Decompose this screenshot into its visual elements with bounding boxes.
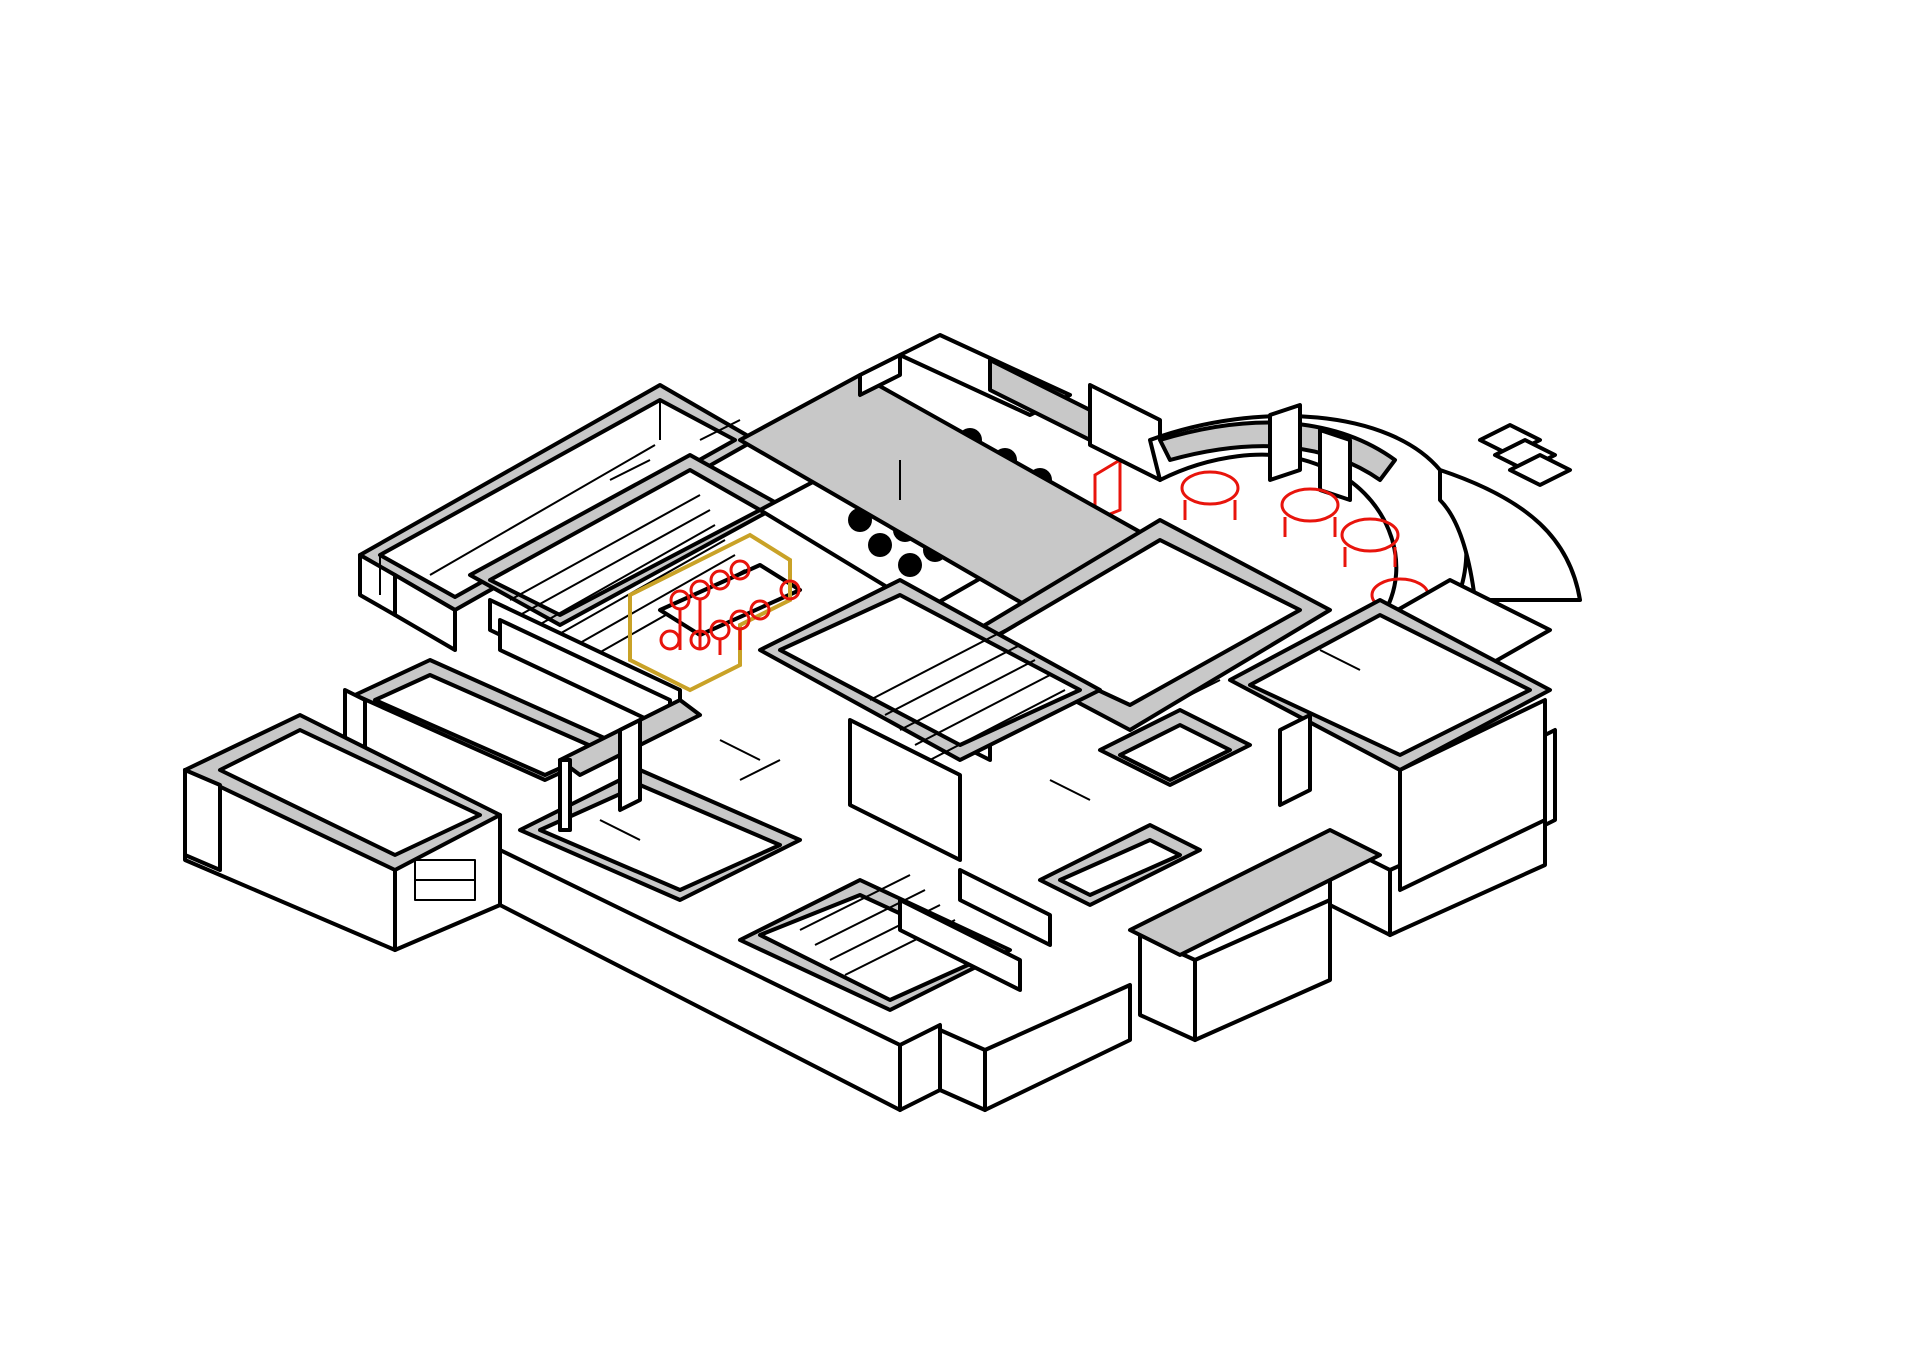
lecture-hall-left (468, 453, 782, 732)
interior-partitions (599, 419, 1361, 841)
lecture-hall-center (758, 578, 1102, 862)
rotunda-wing (1148, 403, 1582, 672)
meeting-table (628, 532, 802, 693)
room-south-center (518, 718, 802, 902)
room-south-stepped (738, 868, 1052, 1012)
corridor-south-east (1038, 708, 1382, 957)
rotunda-stairs (1478, 423, 1572, 487)
room-northwest-long (358, 383, 757, 652)
room-west-end (183, 713, 502, 901)
